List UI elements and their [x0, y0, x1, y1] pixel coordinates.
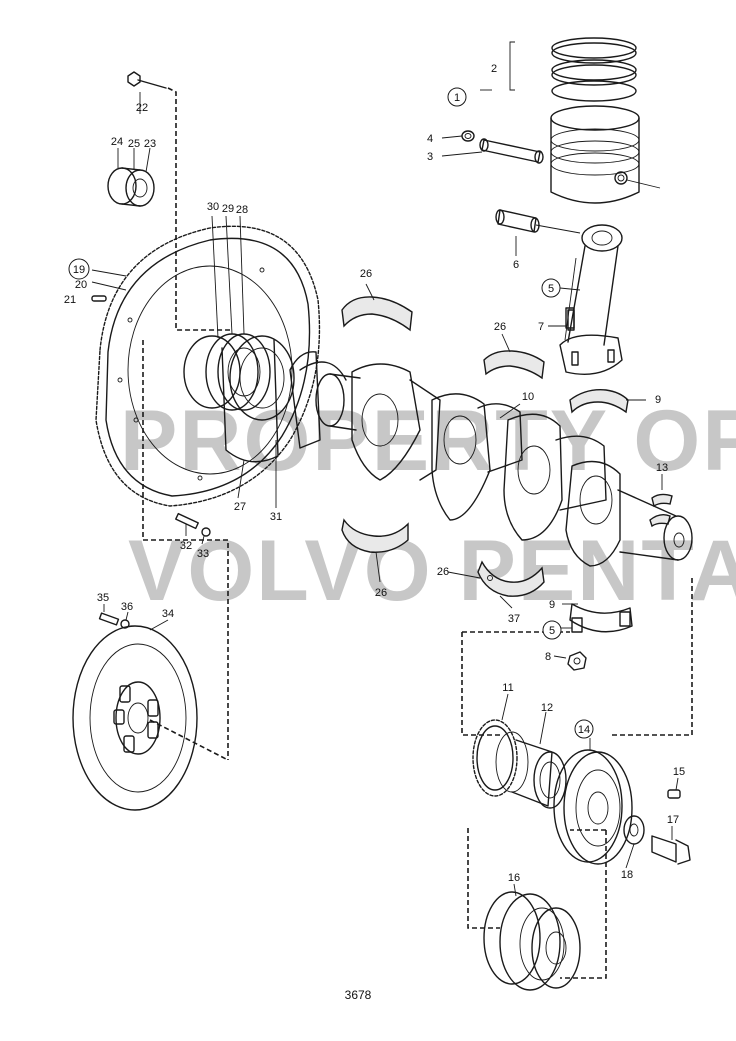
callout-16: 16 [508, 872, 520, 884]
svg-text:14: 14 [578, 724, 590, 736]
callout-24: 24 [111, 136, 123, 148]
svg-text:19: 19 [73, 264, 85, 276]
bearing-shell-lower-2 [477, 560, 545, 597]
callout-labels: 1 2 3 4 5 5 6 7 8 9 9 10 11 12 13 14 15 … [64, 63, 685, 884]
callout-15: 15 [673, 766, 685, 778]
callout-29: 29 [222, 203, 234, 215]
clutch-bolt [98, 612, 130, 629]
callout-5-upper: 5 [541, 278, 561, 298]
callout-26-a: 26 [360, 268, 372, 280]
rod-cap [569, 603, 633, 633]
callout-21: 21 [64, 294, 76, 306]
callout-3: 3 [427, 151, 433, 163]
callout-10: 10 [522, 391, 534, 403]
connecting-rod [559, 224, 623, 375]
callout-1: 1 [447, 87, 467, 107]
pulley-washer [623, 815, 645, 845]
spacer-sleeve [511, 739, 567, 809]
piston-pin [461, 130, 544, 164]
callout-25: 25 [128, 138, 140, 150]
piston-rings [509, 37, 637, 102]
callout-18: 18 [621, 869, 633, 881]
callout-14: 14 [574, 719, 594, 739]
svg-text:5: 5 [549, 625, 555, 637]
belt-pulley [483, 891, 581, 991]
bearing-shell-lower-1 [341, 518, 409, 553]
crankshaft [315, 363, 693, 567]
callout-2: 2 [491, 63, 497, 75]
thrust-washer [649, 493, 673, 528]
callout-26-b: 26 [494, 321, 506, 333]
callout-35: 35 [97, 592, 109, 604]
callout-26-d: 26 [437, 566, 449, 578]
crankshaft-gear [472, 719, 529, 797]
callout-23: 23 [144, 138, 156, 150]
bearing-shell-rod [569, 389, 629, 414]
rod-bolt [548, 307, 575, 329]
callout-9-lower: 9 [549, 599, 555, 611]
callout-12: 12 [541, 702, 553, 714]
callout-22: 22 [136, 102, 148, 114]
callout-8: 8 [545, 651, 551, 663]
woodruff-key [667, 789, 681, 799]
bearing-shell-upper-2 [483, 350, 545, 380]
callout-6: 6 [513, 259, 519, 271]
callout-27: 27 [234, 501, 246, 513]
dowel-pin [91, 281, 127, 302]
leader-lines [91, 89, 679, 897]
watermark: PROPERTY OF VOLVO PENTA [120, 393, 736, 619]
pulley-bolt [651, 835, 691, 865]
callout-33: 33 [197, 548, 209, 560]
callout-11: 11 [502, 682, 513, 694]
callout-34: 34 [162, 608, 174, 620]
callout-30: 30 [207, 201, 219, 213]
callout-5-lower: 5 [542, 620, 562, 640]
callout-26-c: 26 [375, 587, 387, 599]
rear-seal-housing [205, 333, 347, 463]
callout-9-upper: 9 [655, 394, 661, 406]
figure-number: 3678 [345, 988, 372, 1002]
clutch-disc [72, 625, 198, 811]
small-end-bushing [495, 209, 581, 234]
callout-31: 31 [270, 511, 282, 523]
callout-7: 7 [538, 321, 544, 333]
rod-nut [567, 651, 587, 671]
svg-text:5: 5 [548, 283, 554, 295]
callout-4: 4 [427, 133, 433, 145]
callout-32: 32 [180, 540, 192, 552]
callout-37: 37 [508, 613, 520, 625]
piston [550, 105, 661, 204]
callout-28: 28 [236, 204, 248, 216]
flywheel-bolt [127, 71, 167, 89]
callout-20: 20 [75, 279, 87, 291]
callout-17: 17 [667, 814, 679, 826]
pilot-bearing [107, 167, 155, 207]
callout-36: 36 [121, 601, 133, 613]
bearing-shell-upper-1 [341, 296, 413, 332]
svg-text:1: 1 [454, 92, 460, 104]
callout-19: 19 [68, 258, 90, 280]
housing-bolt [175, 512, 211, 537]
watermark-line-2: VOLVO PENTA [128, 523, 736, 619]
vibration-damper [553, 749, 633, 865]
callout-13: 13 [656, 462, 668, 474]
